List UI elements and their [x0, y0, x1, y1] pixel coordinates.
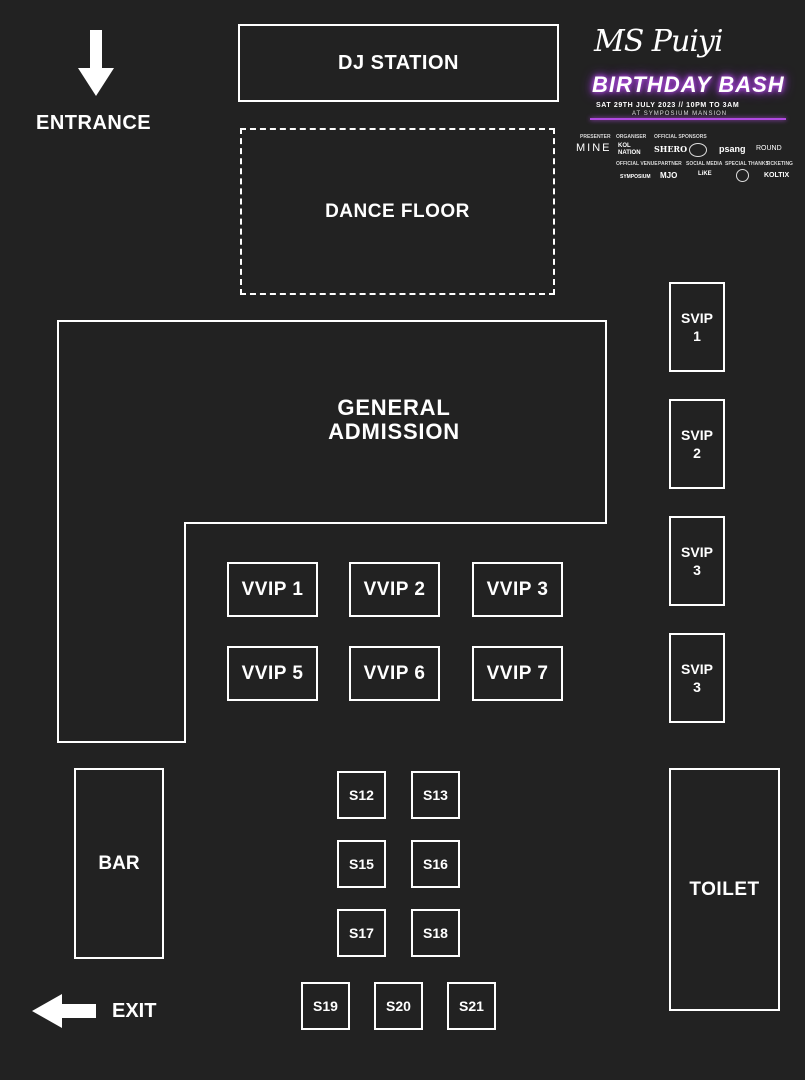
exit-label: EXIT — [112, 1000, 157, 1022]
svip-label: SVIP — [681, 427, 713, 443]
special-thanks-emblem-icon — [736, 169, 749, 182]
toilet-label: TOILET — [689, 878, 760, 900]
special-thanks-heading: SPECIAL THANKS — [725, 161, 769, 167]
svip-label: SVIP — [681, 661, 713, 677]
vvip-table[interactable]: VVIP 6 — [349, 646, 440, 701]
svip-number: 3 — [693, 679, 701, 695]
social-media-heading: SOCIAL MEDIA — [686, 161, 723, 167]
dance-floor-label: DANCE FLOOR — [325, 200, 470, 222]
event-branding: MS Puiyi BIRTHDAY BASH SAT 29TH JULY 202… — [586, 24, 792, 124]
seat-table[interactable]: S16 — [411, 840, 460, 888]
general-admission-label: GENERAL ADMISSION — [300, 396, 488, 444]
vvip-table[interactable]: VVIP 2 — [349, 562, 440, 617]
seat-label: S20 — [386, 998, 411, 1014]
vvip-label: VVIP 2 — [363, 578, 426, 600]
sponsor-block: PRESENTER MINE ORGANISER KOL NATION OFFI… — [574, 134, 798, 186]
event-underline — [590, 118, 786, 120]
vvip-label: VVIP 1 — [241, 578, 304, 600]
general-admission-line1: GENERAL — [337, 395, 451, 420]
svip-booth[interactable]: SVIP 3 — [669, 633, 725, 723]
official-sponsors-heading: OFFICIAL SPONSORS — [654, 134, 707, 140]
svip-number: 2 — [693, 445, 701, 461]
seat-label: S18 — [423, 925, 448, 941]
seat-label: S12 — [349, 787, 374, 803]
toilet: TOILET — [669, 768, 780, 1011]
svip-number: 3 — [693, 562, 701, 578]
presenter-logo: MINE — [576, 142, 612, 154]
vvip-table[interactable]: VVIP 5 — [227, 646, 318, 701]
event-title: BIRTHDAY BASH — [592, 72, 785, 97]
seat-label: S16 — [423, 856, 448, 872]
vvip-label: VVIP 3 — [486, 578, 549, 600]
vvip-label: VVIP 5 — [241, 662, 304, 684]
sponsor-logo-psang: psang — [719, 144, 746, 154]
dj-station: DJ STATION — [238, 24, 559, 102]
event-date: SAT 29TH JULY 2023 // 10PM TO 3AM — [596, 102, 740, 109]
sponsor-emblem-icon — [689, 143, 707, 157]
svip-booth[interactable]: SVIP 2 — [669, 399, 725, 489]
svip-label: SVIP — [681, 310, 713, 326]
svip-number: 1 — [693, 328, 701, 344]
seat-label: S17 — [349, 925, 374, 941]
seat-label: S15 — [349, 856, 374, 872]
seat-label: S21 — [459, 998, 484, 1014]
partner-heading: PARTNER — [658, 161, 682, 167]
svip-booth[interactable]: SVIP 1 — [669, 282, 725, 372]
seat-table[interactable]: S17 — [337, 909, 386, 957]
svip-label: SVIP — [681, 544, 713, 560]
seat-table[interactable]: S13 — [411, 771, 460, 819]
seat-table[interactable]: S18 — [411, 909, 460, 957]
bar: BAR — [74, 768, 164, 959]
event-venue: AT SYMPOSIUM MANSION — [632, 111, 728, 117]
dance-floor: DANCE FLOOR — [240, 128, 555, 295]
general-admission-line2: ADMISSION — [328, 419, 460, 444]
seat-label: S13 — [423, 787, 448, 803]
entrance-label: ENTRANCE — [36, 112, 152, 134]
bar-label: BAR — [98, 852, 140, 874]
social-media-logo: LiKE — [698, 171, 712, 177]
event-script-title: MS Puiyi — [594, 24, 723, 59]
seat-table[interactable]: S20 — [374, 982, 423, 1030]
vvip-table[interactable]: VVIP 3 — [472, 562, 563, 617]
vvip-table[interactable]: VVIP 7 — [472, 646, 563, 701]
arrow-down-icon — [78, 30, 114, 96]
arrow-left-icon — [32, 994, 96, 1028]
seat-table[interactable]: S19 — [301, 982, 350, 1030]
partner-logo: MJO — [660, 171, 678, 180]
vvip-label: VVIP 7 — [486, 662, 549, 684]
presenter-heading: PRESENTER — [580, 134, 611, 140]
ticketing-logo: KOLTIX — [764, 172, 790, 179]
vvip-table[interactable]: VVIP 1 — [227, 562, 318, 617]
organiser-logo: KOL NATION — [618, 143, 641, 156]
sponsor-logo-round: ROUND — [756, 145, 782, 152]
seat-table[interactable]: S21 — [447, 982, 496, 1030]
organiser-heading: ORGANISER — [616, 134, 647, 140]
dj-station-label: DJ STATION — [338, 51, 459, 74]
svip-booth[interactable]: SVIP 3 — [669, 516, 725, 606]
ticketing-heading: TICKETING — [766, 161, 793, 167]
venue-logo: SYMPOSIUM — [620, 174, 651, 180]
seat-label: S19 — [313, 998, 338, 1014]
official-venue-heading: OFFICIAL VENUE — [616, 161, 658, 167]
seat-table[interactable]: S12 — [337, 771, 386, 819]
vvip-label: VVIP 6 — [363, 662, 426, 684]
seat-table[interactable]: S15 — [337, 840, 386, 888]
sponsor-logo-shero: SHERO — [654, 144, 688, 154]
